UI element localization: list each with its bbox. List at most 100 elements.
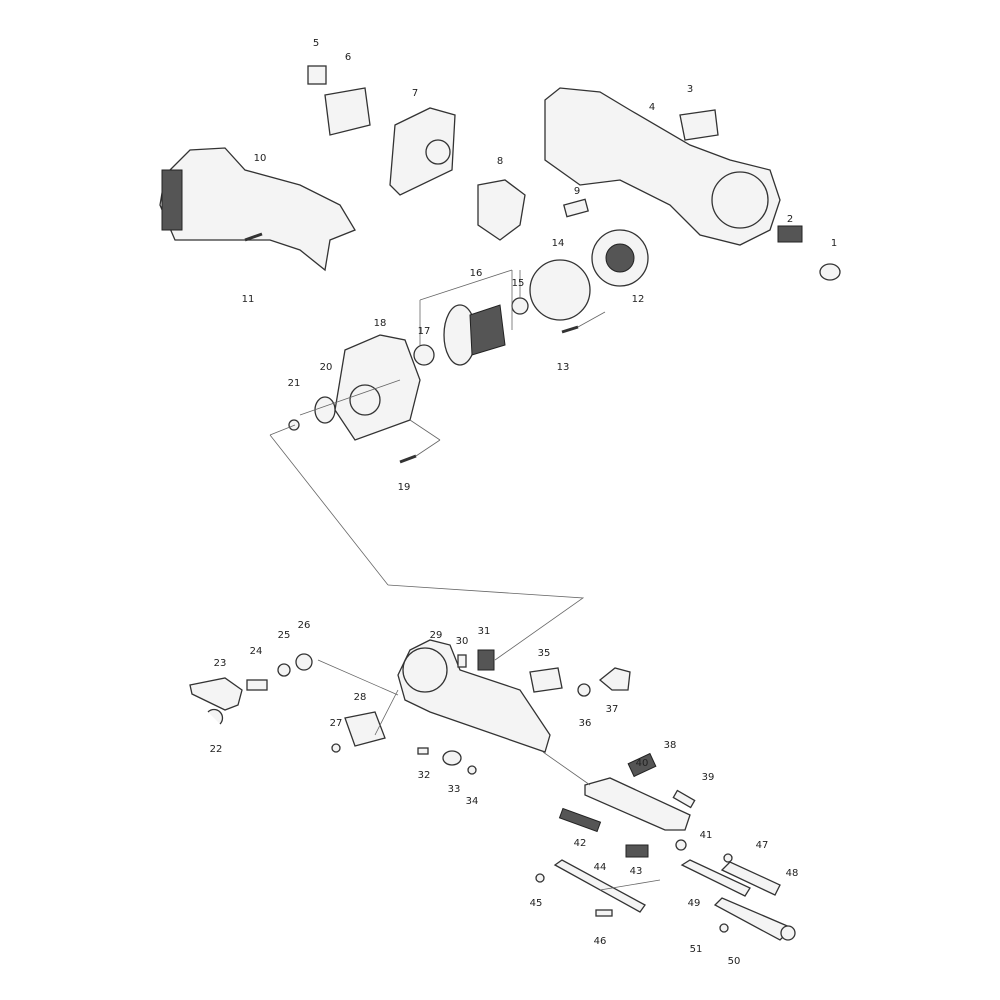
part-number-label-5: 5: [313, 38, 319, 49]
part-number-label-21: 21: [288, 378, 301, 389]
label-plate: [679, 109, 719, 141]
controller-knob: [425, 139, 451, 165]
screw-34: [467, 765, 477, 775]
part-number-label-16: 16: [470, 268, 483, 279]
part-number-label-43: 43: [630, 866, 643, 877]
part-number-label-10: 10: [254, 153, 267, 164]
spring-31: [477, 649, 495, 671]
lever-35: [529, 667, 563, 693]
bolt-39: [672, 789, 696, 809]
part-number-label-48: 48: [786, 868, 799, 879]
bearing-15: [511, 297, 529, 315]
nut-41: [675, 839, 687, 851]
part-number-label-42: 42: [574, 838, 587, 849]
arm-48: [720, 861, 781, 896]
screw-46: [595, 909, 613, 917]
battery-grip: [161, 169, 183, 231]
part-number-label-33: 33: [448, 784, 461, 795]
gear-housing-bore: [349, 384, 381, 416]
part-number-label-51: 51: [690, 944, 703, 955]
part-number-label-50: 50: [728, 956, 741, 967]
part-number-label-49: 49: [688, 898, 701, 909]
label-small: [307, 65, 327, 85]
part-number-label-31: 31: [478, 626, 491, 637]
part-number-label-18: 18: [374, 318, 387, 329]
plate-28: [344, 711, 386, 747]
washer-25: [277, 663, 291, 677]
screw-45: [535, 873, 545, 883]
brush-cap: [819, 263, 841, 281]
lever-23: [189, 677, 243, 711]
part-number-label-3: 3: [687, 84, 693, 95]
switch: [477, 179, 526, 241]
part-number-label-29: 29: [430, 630, 443, 641]
part-number-label-30: 30: [456, 636, 469, 647]
screw-13: [561, 325, 579, 334]
screw-27: [331, 743, 341, 753]
part-number-label-40: 40: [636, 758, 649, 769]
spring-42: [558, 807, 602, 833]
pin-30: [457, 654, 467, 668]
screw-47: [723, 853, 733, 863]
spring-38: [627, 752, 657, 778]
arm-49: [680, 859, 751, 897]
part-number-label-38: 38: [664, 740, 677, 751]
part-number-label-6: 6: [345, 52, 351, 63]
bushing-26: [295, 653, 313, 671]
part-number-label-24: 24: [250, 646, 263, 657]
small-switch: [563, 198, 589, 218]
armature-core: [469, 304, 506, 356]
part-number-label-14: 14: [552, 238, 565, 249]
knob-33: [442, 750, 462, 766]
pin-32: [417, 747, 429, 755]
part-number-label-13: 13: [557, 362, 570, 373]
arm-50-roller: [780, 925, 796, 941]
brush-holder: [777, 225, 803, 243]
screw-51: [719, 923, 729, 933]
part-number-label-45: 45: [530, 898, 543, 909]
part-number-label-26: 26: [298, 620, 311, 631]
part-number-label-34: 34: [466, 796, 479, 807]
part-number-label-37: 37: [606, 704, 619, 715]
part-number-label-15: 15: [512, 278, 525, 289]
part-number-label-9: 9: [574, 186, 580, 197]
part-number-label-11: 11: [242, 294, 255, 305]
part-number-label-44: 44: [594, 862, 607, 873]
part-number-label-1: 1: [831, 238, 837, 249]
part-number-label-47: 47: [756, 840, 769, 851]
block-43: [625, 844, 649, 858]
wing-knob-37: [598, 667, 631, 691]
part-number-label-23: 23: [214, 658, 227, 669]
part-number-label-41: 41: [700, 830, 713, 841]
part-number-label-27: 27: [330, 718, 343, 729]
part-number-label-2: 2: [787, 214, 793, 225]
bearing-17: [413, 344, 435, 366]
part-number-label-12: 12: [632, 294, 645, 305]
part-number-label-7: 7: [412, 88, 418, 99]
part-number-label-32: 32: [418, 770, 431, 781]
part-number-label-36: 36: [579, 718, 592, 729]
part-number-label-28: 28: [354, 692, 367, 703]
part-number-label-25: 25: [278, 630, 291, 641]
controller: [389, 107, 456, 196]
e-ring-22: [207, 708, 224, 725]
leader-lines: [269, 269, 661, 891]
bolt-24: [246, 679, 268, 691]
part-number-label-22: 22: [210, 744, 223, 755]
rail-44: [553, 859, 646, 913]
washer-36: [577, 683, 591, 697]
part-number-label-17: 17: [418, 326, 431, 337]
housing-left: [159, 147, 356, 272]
screw-11: [244, 232, 263, 242]
part-number-label-20: 20: [320, 362, 333, 373]
part-number-label-4: 4: [649, 102, 655, 113]
part-number-label-46: 46: [594, 936, 607, 947]
guide-40: [584, 777, 691, 831]
part-number-label-19: 19: [398, 482, 411, 493]
screw-19: [399, 454, 417, 464]
housing-right-boss: [711, 171, 769, 229]
bushing-20: [314, 396, 336, 424]
part-number-label-35: 35: [538, 648, 551, 659]
